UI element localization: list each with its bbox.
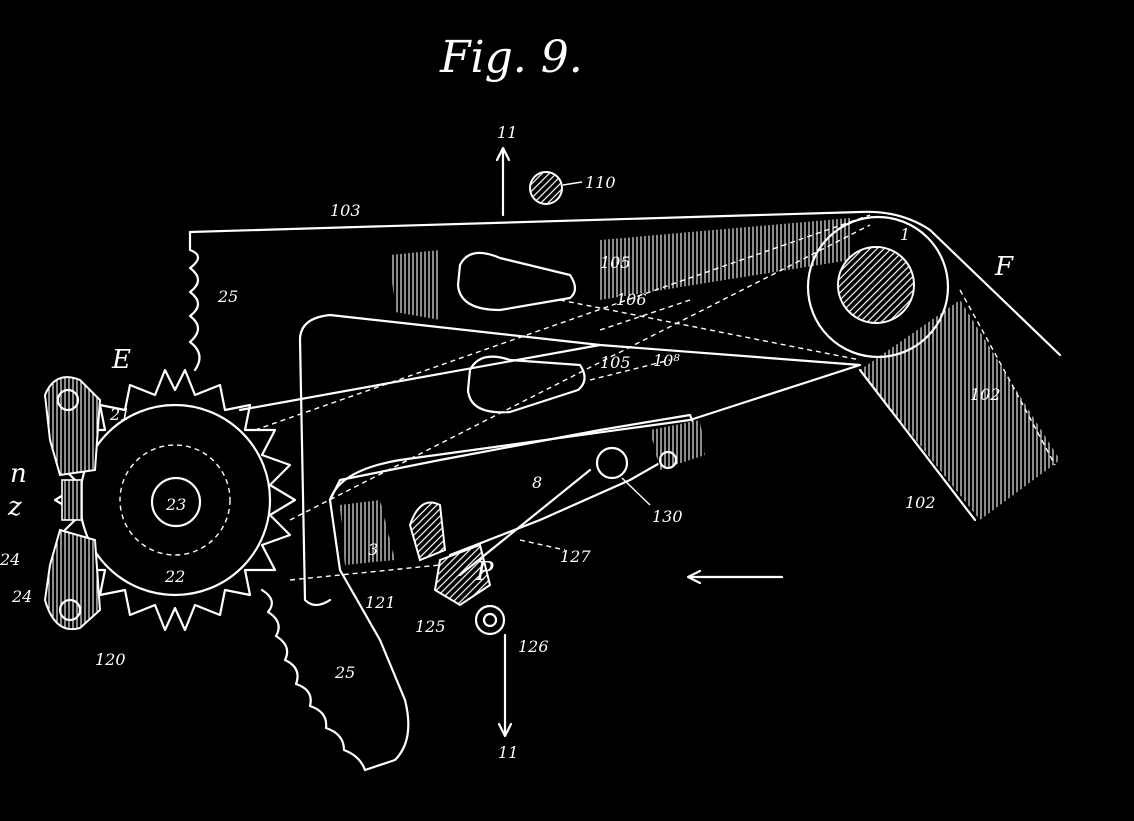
label-8: 8 bbox=[532, 473, 542, 492]
section-arrow-bottom bbox=[497, 633, 513, 738]
label-121: 121 bbox=[365, 593, 396, 612]
arm-102 bbox=[238, 313, 862, 607]
label-z: z bbox=[7, 492, 22, 522]
shaft-110 bbox=[529, 171, 563, 205]
pin-130b bbox=[658, 450, 678, 470]
label-21: 21 bbox=[109, 405, 130, 424]
label-22: 22 bbox=[164, 567, 185, 586]
pawl-P bbox=[408, 468, 592, 636]
figure-title: Fig. 9. bbox=[439, 32, 583, 83]
label-110: 110 bbox=[585, 173, 616, 192]
slot-upper bbox=[456, 251, 577, 312]
label-125: 125 bbox=[415, 617, 446, 636]
label-1: 1 bbox=[900, 225, 910, 244]
label-25-top: 25 bbox=[217, 287, 238, 306]
lever-103 bbox=[188, 210, 1062, 522]
label-103: 103 bbox=[330, 201, 361, 220]
label-11-top: 11 bbox=[497, 123, 517, 142]
label-126: 126 bbox=[518, 637, 549, 656]
link-121 bbox=[328, 413, 705, 772]
section-arrow-top bbox=[495, 146, 511, 217]
bracket-120 bbox=[43, 376, 102, 631]
label-102-b: 102 bbox=[905, 493, 936, 512]
label-24-b: 24 bbox=[11, 587, 32, 606]
direction-arrow bbox=[686, 569, 784, 585]
label-E: E bbox=[111, 345, 131, 375]
label-105b: 105 bbox=[600, 353, 631, 372]
label-n: n bbox=[10, 459, 27, 489]
label-3: 3 bbox=[368, 540, 378, 559]
label-120: 120 bbox=[95, 650, 126, 669]
label-P: P bbox=[475, 557, 494, 587]
rack-25-lower bbox=[260, 588, 367, 772]
label-23: 23 bbox=[165, 495, 186, 514]
label-102-a: 102 bbox=[970, 385, 1001, 404]
label-108: 10⁸ bbox=[653, 351, 680, 370]
label-25-bottom: 25 bbox=[334, 663, 355, 682]
pin-130 bbox=[595, 446, 629, 480]
label-127: 127 bbox=[560, 547, 591, 566]
pivot-hub bbox=[806, 215, 950, 359]
label-11-bottom: 11 bbox=[498, 743, 518, 762]
label-F: F bbox=[994, 252, 1014, 282]
label-24-a: 24 bbox=[0, 550, 20, 569]
pivot-shaft-1 bbox=[837, 246, 915, 324]
label-130: 130 bbox=[652, 507, 683, 526]
slot-lower bbox=[466, 355, 586, 414]
label-106: 106 bbox=[616, 290, 647, 309]
label-105: 105 bbox=[600, 253, 631, 272]
